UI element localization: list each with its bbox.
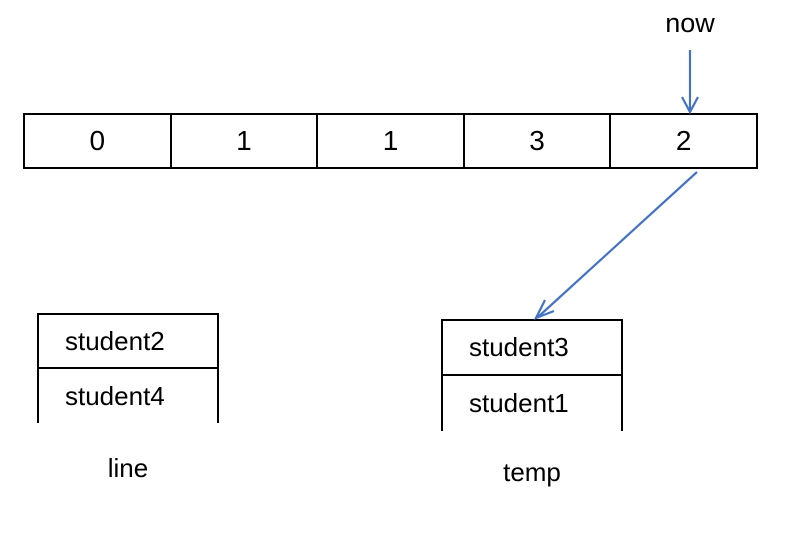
array-cell-2[interactable]: 1	[318, 115, 465, 167]
temp-box: student3 student1	[441, 319, 623, 431]
array-cell-0[interactable]: 0	[25, 115, 172, 167]
array-cell-4[interactable]: 2	[611, 115, 756, 167]
diagonal-arrow-icon	[533, 171, 698, 321]
array-container: 0 1 1 3 2	[23, 113, 758, 169]
temp-slot-1[interactable]: student1	[443, 376, 621, 431]
temp-slot-0[interactable]: student3	[443, 321, 621, 376]
temp-structure: student3 student1 temp	[441, 319, 623, 488]
array-cell-3[interactable]: 3	[464, 115, 612, 167]
down-arrow-icon	[681, 50, 699, 115]
line-slot-0[interactable]: student2	[39, 315, 217, 369]
now-pointer-label: now	[665, 8, 715, 38]
array-cell-1[interactable]: 1	[171, 115, 319, 167]
line-caption: line	[107, 453, 149, 483]
line-structure: student2 student4 line	[37, 313, 219, 484]
line-box: student2 student4	[37, 313, 219, 423]
line-slot-1[interactable]: student4	[39, 369, 217, 423]
temp-caption: temp	[503, 457, 561, 487]
